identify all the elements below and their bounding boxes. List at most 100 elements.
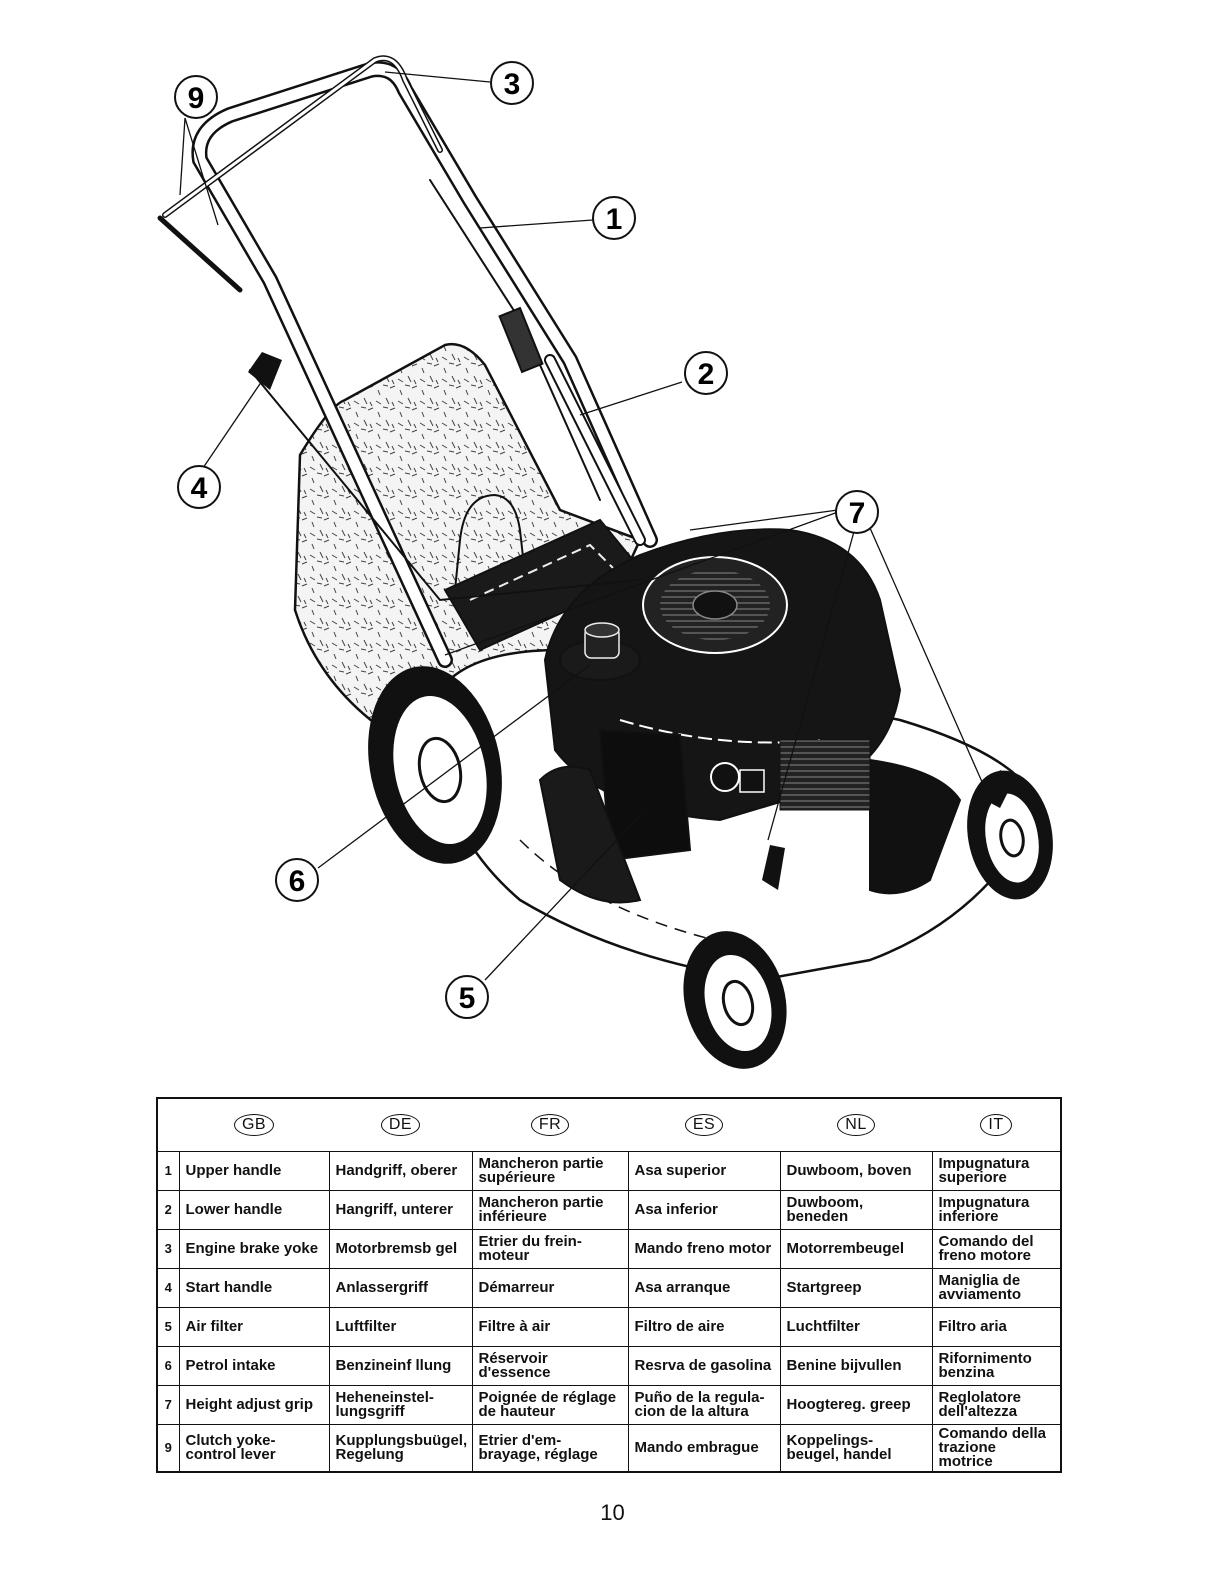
part-name-nl: Startgreep [779, 1268, 933, 1308]
part-name-it: Rifornimento benzina [931, 1346, 1062, 1386]
part-name-es: Mando embrague [627, 1424, 781, 1473]
callout-label: 6 [289, 865, 306, 898]
part-name-de: Handgriff, oberer [328, 1151, 473, 1191]
part-number: 1 [156, 1151, 180, 1191]
part-name-fr: Etrier du frein-moteur [471, 1229, 629, 1269]
table-row: 7 Height adjust grip Heheneinstel-lungsg… [156, 1385, 1062, 1425]
part-name-de: Kupplungsbuügel, Regelung [328, 1424, 473, 1473]
rear-left-wheel [368, 666, 502, 864]
part-name-gb: Clutch yoke-control lever [178, 1424, 330, 1473]
table-row: 5 Air filter Luftfilter Filtre à air Fil… [156, 1307, 1062, 1347]
part-name-nl: Motorrembeugel [779, 1229, 933, 1269]
table-row: 3 Engine brake yoke Motorbremsb gel Etri… [156, 1229, 1062, 1269]
callout-label: 5 [459, 982, 476, 1015]
callout-9: 9 [174, 75, 218, 119]
part-name-fr: Démarreur [471, 1268, 629, 1308]
part-name-gb: Upper handle [178, 1151, 330, 1191]
lang-badge: FR [530, 1114, 570, 1136]
part-name-fr: Mancheron partie supérieure [471, 1151, 629, 1191]
table-row: 4 Start handle Anlassergriff Démarreur A… [156, 1268, 1062, 1308]
part-name-es: Asa inferior [627, 1190, 781, 1230]
table-row: 2 Lower handle Hangriff, unterer Mancher… [156, 1190, 1062, 1230]
part-name-de: Luftfilter [328, 1307, 473, 1347]
part-name-it: Impugnatura superiore [931, 1151, 1062, 1191]
part-name-gb: Petrol intake [178, 1346, 330, 1386]
callout-label: 4 [191, 472, 208, 505]
part-name-it: Comando del freno motore [931, 1229, 1062, 1269]
part-name-gb: Engine brake yoke [178, 1229, 330, 1269]
lang-header-es: ES [628, 1097, 780, 1152]
lang-badge: NL [837, 1114, 875, 1136]
part-name-gb: Height adjust grip [178, 1385, 330, 1425]
lang-header-de: DE [329, 1097, 472, 1152]
part-name-gb: Start handle [178, 1268, 330, 1308]
handle-assembly [157, 55, 658, 668]
part-number: 7 [156, 1385, 180, 1425]
part-name-nl: Duwboom, beneden [779, 1190, 933, 1230]
part-name-it: Filtro aria [931, 1307, 1062, 1347]
part-name-es: Mando freno motor [627, 1229, 781, 1269]
callout-7: 7 [835, 490, 879, 534]
part-name-es: Filtro de aire [627, 1307, 781, 1347]
part-name-it: Reglolatore dell'altezza [931, 1385, 1062, 1425]
part-name-fr: Poignée de réglage de hauteur [471, 1385, 629, 1425]
part-name-it: Impugnatura inferiore [931, 1190, 1062, 1230]
callout-2: 2 [684, 351, 728, 395]
part-number: 4 [156, 1268, 180, 1308]
front-left-wheel [683, 931, 787, 1069]
part-name-de: Hangriff, unterer [328, 1190, 473, 1230]
lang-badge: DE [380, 1114, 421, 1136]
part-name-fr: Filtre à air [471, 1307, 629, 1347]
part-name-de: Motorbremsb gel [328, 1229, 473, 1269]
part-name-de: Benzineinf llung [328, 1346, 473, 1386]
callout-4: 4 [177, 465, 221, 509]
part-number: 3 [156, 1229, 180, 1269]
start-handle-grip [248, 352, 282, 390]
part-name-nl: Luchtfilter [779, 1307, 933, 1347]
part-name-nl: Duwboom, boven [779, 1151, 933, 1191]
lang-badge: GB [233, 1114, 275, 1136]
part-name-es: Asa arranque [627, 1268, 781, 1308]
height-adjust-lever [762, 845, 785, 890]
engine [538, 528, 902, 904]
part-name-fr: Mancheron partie inférieure [471, 1190, 629, 1230]
part-name-gb: Air filter [178, 1307, 330, 1347]
callout-1: 1 [592, 196, 636, 240]
table-row: 6 Petrol intake Benzineinf llung Réservo… [156, 1346, 1062, 1386]
part-name-fr: Etrier d'em-brayage, réglage [471, 1424, 629, 1473]
front-right-wheel [967, 770, 1053, 900]
callout-label: 7 [849, 497, 866, 530]
callout-3: 3 [490, 61, 534, 105]
part-name-it: Comando della trazione motrice [931, 1424, 1062, 1473]
part-name-fr: Réservoir d'essence [471, 1346, 629, 1386]
page-number: 10 [600, 1500, 625, 1525]
part-name-es: Resrva de gasolina [627, 1346, 781, 1386]
callout-6: 6 [275, 858, 319, 902]
part-number: 9 [156, 1424, 180, 1473]
header-spacer [157, 1097, 179, 1152]
lang-badge: ES [684, 1114, 724, 1136]
callout-label: 3 [504, 68, 521, 101]
part-name-it: Maniglia de avviamento [931, 1268, 1062, 1308]
table-row: 9 Clutch yoke-control lever Kupplungsbuü… [156, 1424, 1062, 1473]
language-header-row: GB DE FR ES NL IT [157, 1097, 1061, 1152]
height-adjust-lever [985, 770, 1015, 808]
part-name-nl: Hoogtereg. greep [779, 1385, 933, 1425]
part-number: 2 [156, 1190, 180, 1230]
leader-lines [179, 71, 991, 981]
callout-label: 9 [188, 82, 205, 115]
callout-label: 1 [606, 203, 623, 236]
lang-header-nl: NL [780, 1097, 932, 1152]
lang-header-fr: FR [472, 1097, 628, 1152]
part-name-nl: Benine bijvullen [779, 1346, 933, 1386]
part-name-de: Anlassergriff [328, 1268, 473, 1308]
part-name-es: Puño de la regula-cion de la altura [627, 1385, 781, 1425]
lang-badge: IT [980, 1114, 1012, 1136]
callout-5: 5 [445, 975, 489, 1019]
table-row: 1 Upper handle Handgriff, oberer Mancher… [156, 1151, 1062, 1191]
part-number: 6 [156, 1346, 180, 1386]
lang-header-it: IT [932, 1097, 1061, 1152]
part-name-de: Heheneinstel-lungsgriff [328, 1385, 473, 1425]
part-number: 5 [156, 1307, 180, 1347]
part-name-gb: Lower handle [178, 1190, 330, 1230]
